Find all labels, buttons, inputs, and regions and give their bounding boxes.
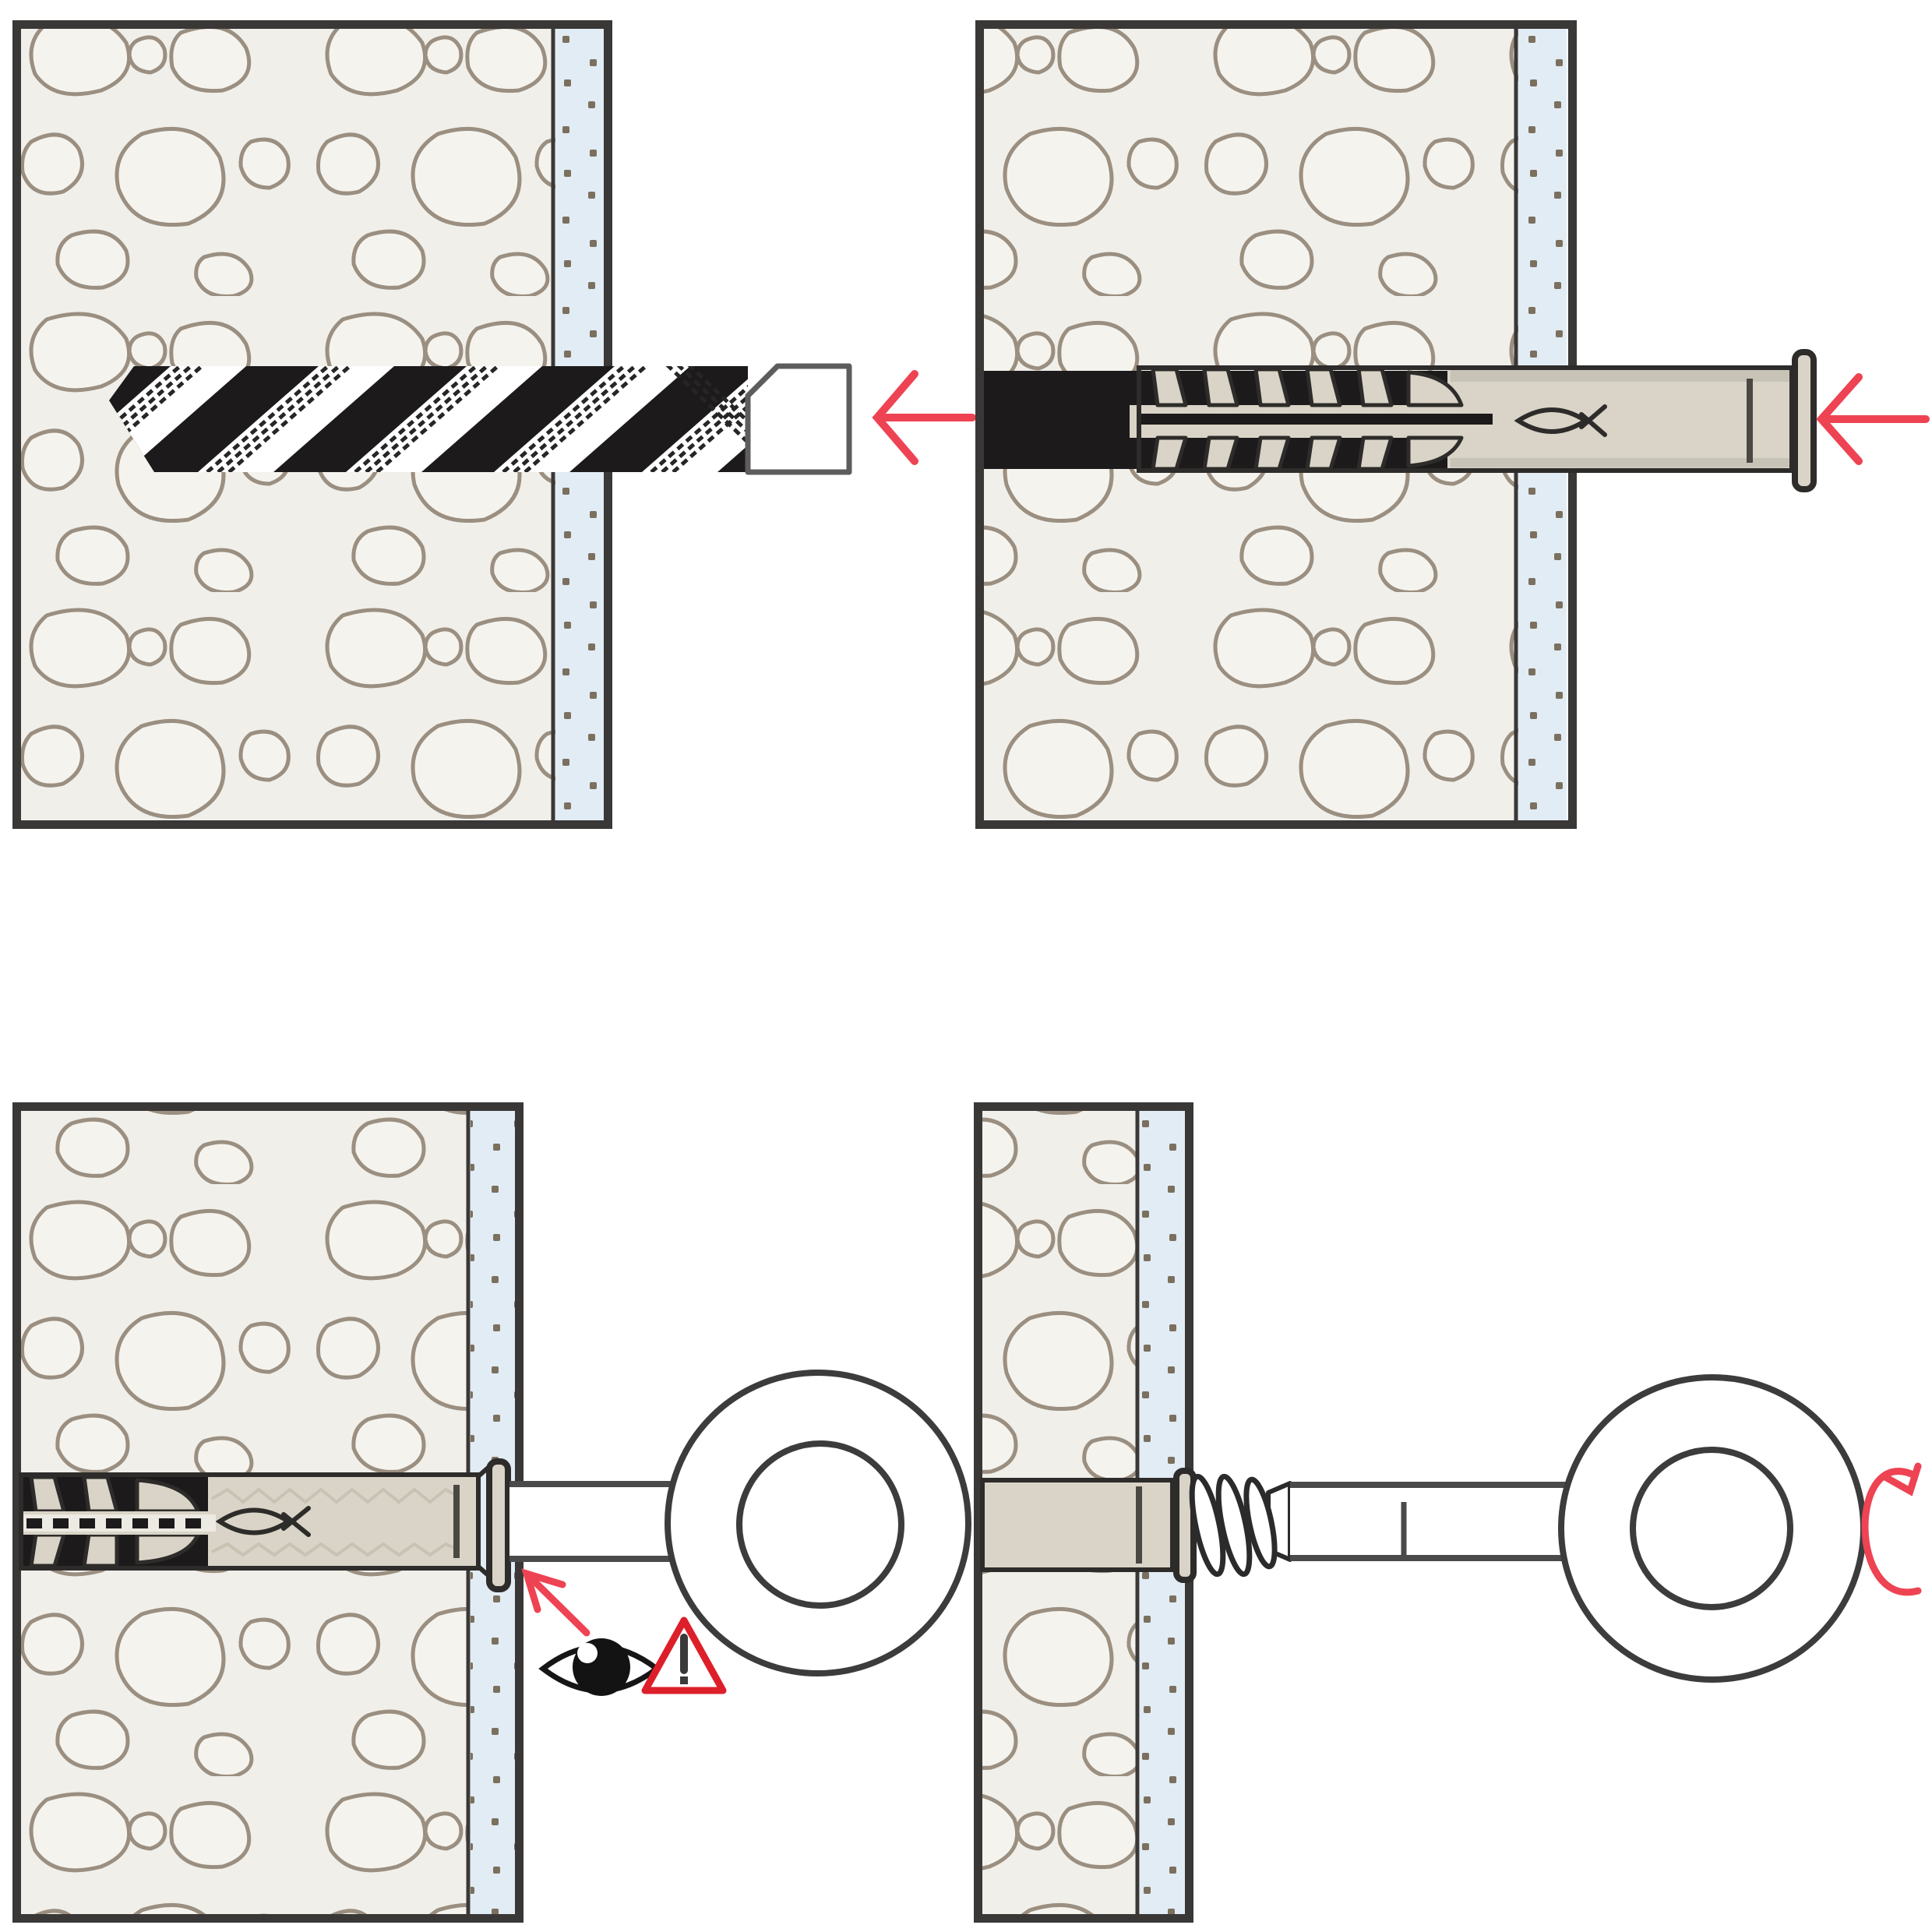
arrow-left-icon [872, 370, 976, 465]
fish-logo [1514, 404, 1607, 437]
plug-shade-top [1451, 369, 1790, 382]
eye-screw-with-thread-icon [1189, 1374, 1867, 1683]
plug-body [982, 1480, 1172, 1570]
pointer-arrow-icon [521, 1568, 591, 1637]
plug-collar-rim [1792, 349, 1817, 492]
plug-slot [1139, 414, 1493, 425]
wall-plug-installed [19, 1458, 511, 1592]
drill-shank [745, 363, 852, 475]
panel-step-4-screw-in [974, 1102, 1922, 1923]
panel-step-3-insert-eye-screw [12, 1102, 971, 1923]
drill-bit-icon [109, 363, 852, 475]
eye-ring-inner [1630, 1447, 1793, 1610]
warning-triangle-icon [641, 1616, 727, 1694]
screw-shank-fill [1290, 1488, 1594, 1555]
eye-ring-inner [736, 1440, 904, 1609]
plug-collar [1789, 349, 1817, 492]
fish-logo [215, 1506, 311, 1537]
plug-collar-rim [486, 1458, 511, 1592]
plug-slot-dashes [26, 1518, 201, 1528]
plug-outline [980, 1478, 1175, 1572]
plug-body [1447, 368, 1792, 471]
exclamation-dot [680, 1676, 688, 1684]
flute-hatch-lines [109, 366, 748, 472]
thread-impression-zigzag [210, 1487, 460, 1557]
plug-collar [477, 1458, 511, 1592]
panel-step-2-insert-plug [975, 20, 1930, 829]
eye-highlight [577, 1643, 598, 1663]
wall-plug-icon [1130, 349, 1817, 492]
plug-shade-bottom [1451, 458, 1790, 467]
panel-step-1-drill-hole [12, 20, 976, 829]
screw-thread-coils [1189, 1473, 1278, 1578]
eye-screw-icon [509, 1370, 971, 1676]
wall-plug-installed [980, 1468, 1197, 1583]
eye-icon [538, 1638, 661, 1696]
plug-outline [19, 1472, 481, 1571]
arrow-left-icon [1816, 373, 1930, 465]
plug-expansion-fins [29, 1475, 200, 1568]
rotation-arrow-icon [1861, 1462, 1922, 1596]
